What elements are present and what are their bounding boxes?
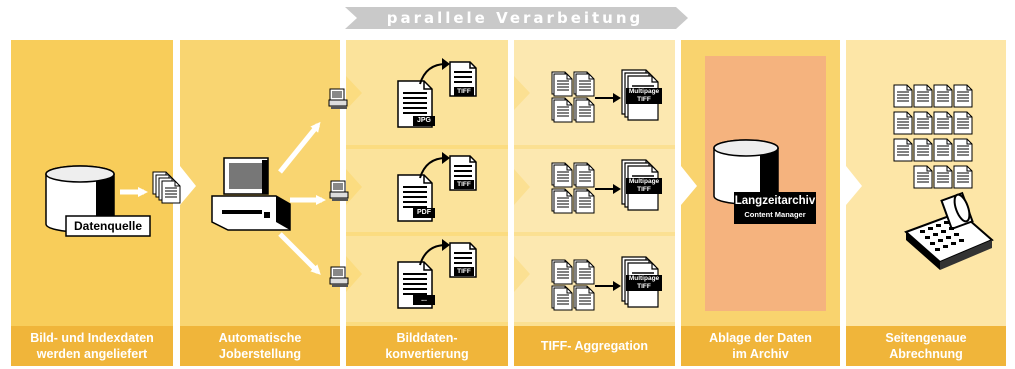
archive-title: Langzeitarchiv bbox=[734, 195, 816, 207]
stage-label-3: Bilddaten- konvertierung bbox=[385, 331, 469, 361]
multipage-tiff-badge-2: Multipage TIFF bbox=[626, 178, 662, 194]
distribution-arrows bbox=[278, 121, 326, 275]
datasource-label: Datenquelle bbox=[67, 217, 149, 235]
server-computer-icon bbox=[211, 157, 291, 231]
multipage-line-2: TIFF bbox=[637, 186, 651, 193]
target-format-badge-2: TIFF bbox=[454, 180, 474, 189]
conversion-row-3-graphic bbox=[397, 239, 477, 309]
stage-label-4: TIFF- Aggregation bbox=[540, 339, 649, 353]
calculator-icon bbox=[904, 191, 994, 270]
multipage-line-1: Multipage bbox=[628, 178, 660, 185]
aggregation-row-1 bbox=[552, 69, 659, 122]
target-format-badge-1: TIFF bbox=[454, 87, 474, 96]
multipage-line-1: Multipage bbox=[628, 275, 660, 282]
aggregation-row-2 bbox=[552, 159, 659, 213]
target-format-badge-3: TIFF bbox=[454, 267, 474, 276]
multipage-tiff-badge-1: Multipage TIFF bbox=[626, 88, 662, 104]
multipage-tiff-badge-3: Multipage TIFF bbox=[626, 275, 662, 291]
source-format-badge-other: ... bbox=[413, 295, 435, 305]
banner-arrow bbox=[345, 7, 688, 29]
archive-database-icon bbox=[713, 139, 779, 205]
multipage-line-1: Multipage bbox=[628, 88, 660, 95]
stage-label-5: Ablage der Daten im Archiv bbox=[709, 331, 812, 361]
stage-label-6: Seitengenaue Abrechnung bbox=[885, 331, 967, 361]
source-format-badge-pdf: PDF bbox=[413, 208, 435, 218]
stage-label-2: Automatische Joberstellung bbox=[218, 331, 302, 361]
archive-subtitle: Content Manager bbox=[744, 210, 806, 219]
multipage-line-2: TIFF bbox=[637, 283, 651, 290]
stage-label-1: Bild- und Indexdaten werden angeliefert bbox=[30, 331, 154, 361]
archive-label: Langzeitarchiv Content Manager bbox=[734, 193, 816, 223]
stage-label-bars bbox=[11, 326, 1006, 366]
conversion-row-2-graphic bbox=[397, 152, 477, 222]
conversion-row-1-graphic bbox=[397, 58, 477, 128]
multipage-line-2: TIFF bbox=[637, 96, 651, 103]
banner-label: parallele Verarbeitung bbox=[386, 9, 644, 27]
aggregation-row-3 bbox=[552, 256, 659, 310]
source-format-badge-jpg: JPG bbox=[413, 116, 435, 126]
